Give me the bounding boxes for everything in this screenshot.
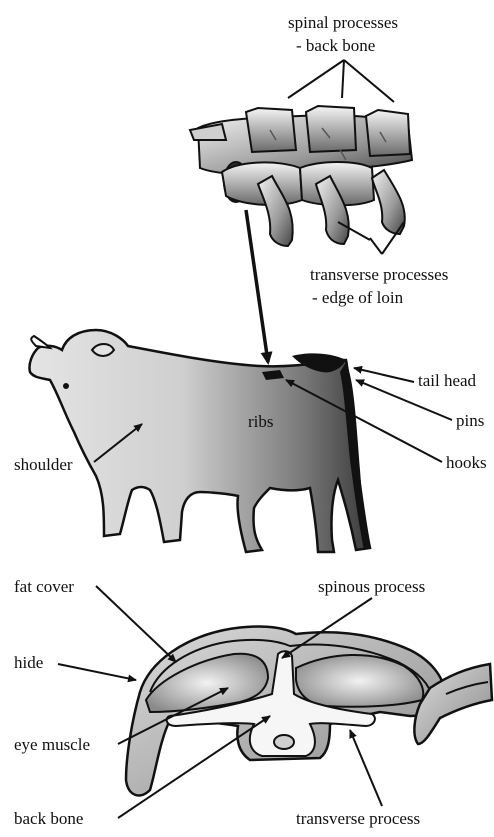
pins-label: pins	[456, 411, 484, 430]
hooks-label: hooks	[446, 453, 487, 472]
fat-cover-label: fat cover	[14, 577, 74, 596]
edge-of-loin-sublabel: - edge of loin	[312, 288, 404, 307]
hide-label: hide	[14, 653, 43, 672]
spinous-process-label: spinous process	[318, 577, 425, 596]
shoulder-label: shoulder	[14, 455, 73, 474]
vertebrae-illustration	[190, 106, 412, 246]
back-bone-sublabel: - back bone	[296, 36, 375, 55]
tail-head-label: tail head	[418, 371, 477, 390]
spinal-processes-label: spinal processes	[288, 13, 398, 32]
ribs-label: ribs	[248, 412, 274, 431]
cow-illustration	[29, 330, 370, 552]
spinal-processes-pointers	[288, 60, 394, 102]
back-bone-label: back bone	[14, 809, 83, 828]
location-arrow	[246, 210, 268, 362]
transverse-processes-label: transverse processes	[310, 265, 448, 284]
eye-muscle-label: eye muscle	[14, 735, 90, 754]
transverse-process-label: transverse process	[296, 809, 420, 828]
